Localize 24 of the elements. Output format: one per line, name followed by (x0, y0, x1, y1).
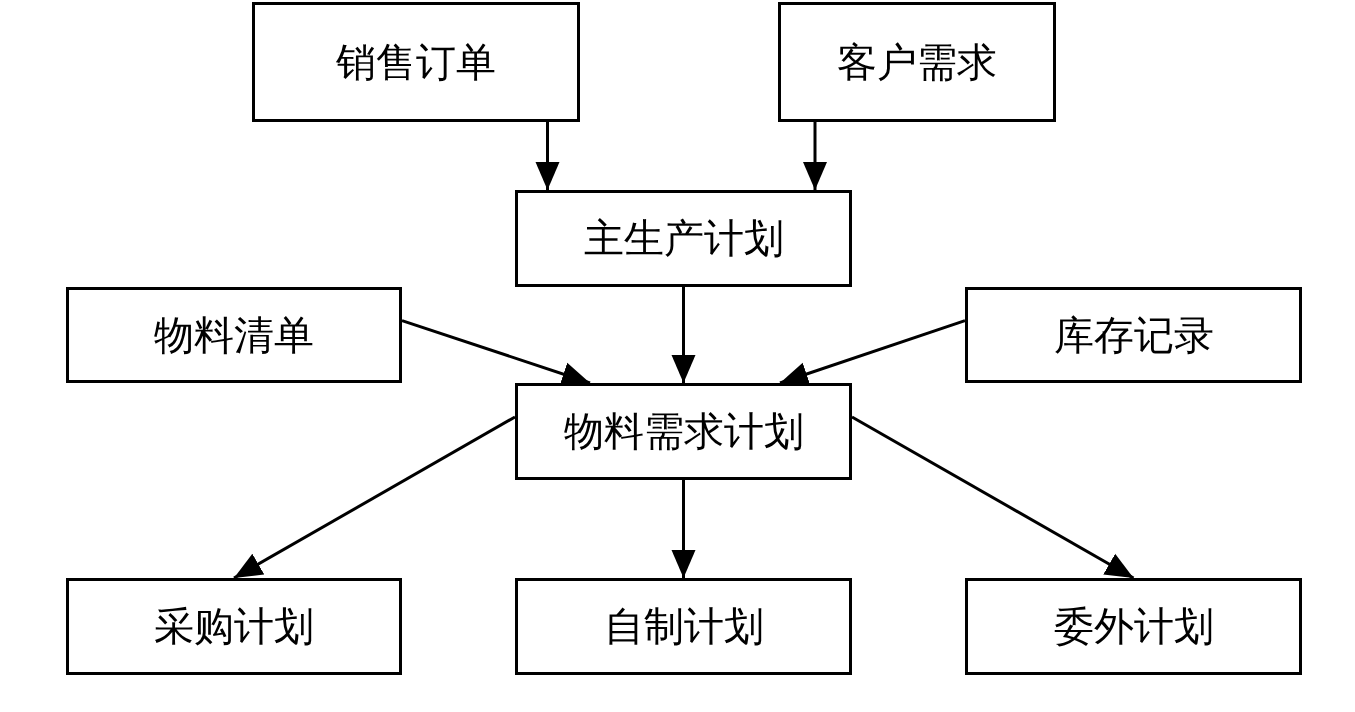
box-label: 库存记录 (1053, 310, 1214, 360)
process-box (66, 287, 402, 383)
process-box (515, 190, 852, 287)
box-label: 委外计划 (1053, 602, 1214, 651)
arrow (233, 415, 516, 580)
box-label: 物料清单 (154, 310, 314, 360)
arrow (851, 415, 1135, 580)
box-label: 主生产计划 (583, 214, 784, 263)
box-label: 采购计划 (154, 602, 314, 651)
process-box (778, 2, 1056, 122)
arrow (671, 287, 696, 383)
box-label: 自制计划 (603, 602, 764, 651)
arrow (803, 122, 827, 190)
process-box (515, 578, 852, 675)
process-box (965, 578, 1302, 675)
arrow (535, 122, 560, 190)
box-label: 客户需求 (837, 37, 997, 87)
process-box (965, 287, 1302, 383)
box-label: 销售订单 (336, 37, 496, 87)
arrow (671, 480, 696, 578)
box-label: 物料需求计划 (563, 407, 804, 456)
process-box (252, 2, 580, 122)
process-box (515, 383, 852, 480)
process-box (66, 578, 402, 675)
